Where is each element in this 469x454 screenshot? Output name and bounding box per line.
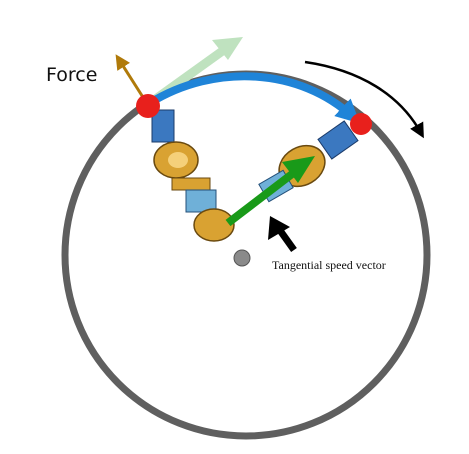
tangential-speed-label: Tangential speed vector	[272, 258, 386, 272]
motion-arc	[147, 72, 361, 124]
tangential-speed-arrow	[225, 156, 315, 227]
force-arrow	[115, 54, 148, 103]
mass-start	[136, 94, 160, 118]
acrobat-figure	[151, 109, 235, 242]
center-hub	[233, 249, 251, 267]
pointer-arrow	[268, 216, 297, 253]
force-label: Force	[46, 64, 98, 86]
rotation-direction-arrow	[304, 60, 424, 139]
mass-end	[350, 113, 372, 135]
